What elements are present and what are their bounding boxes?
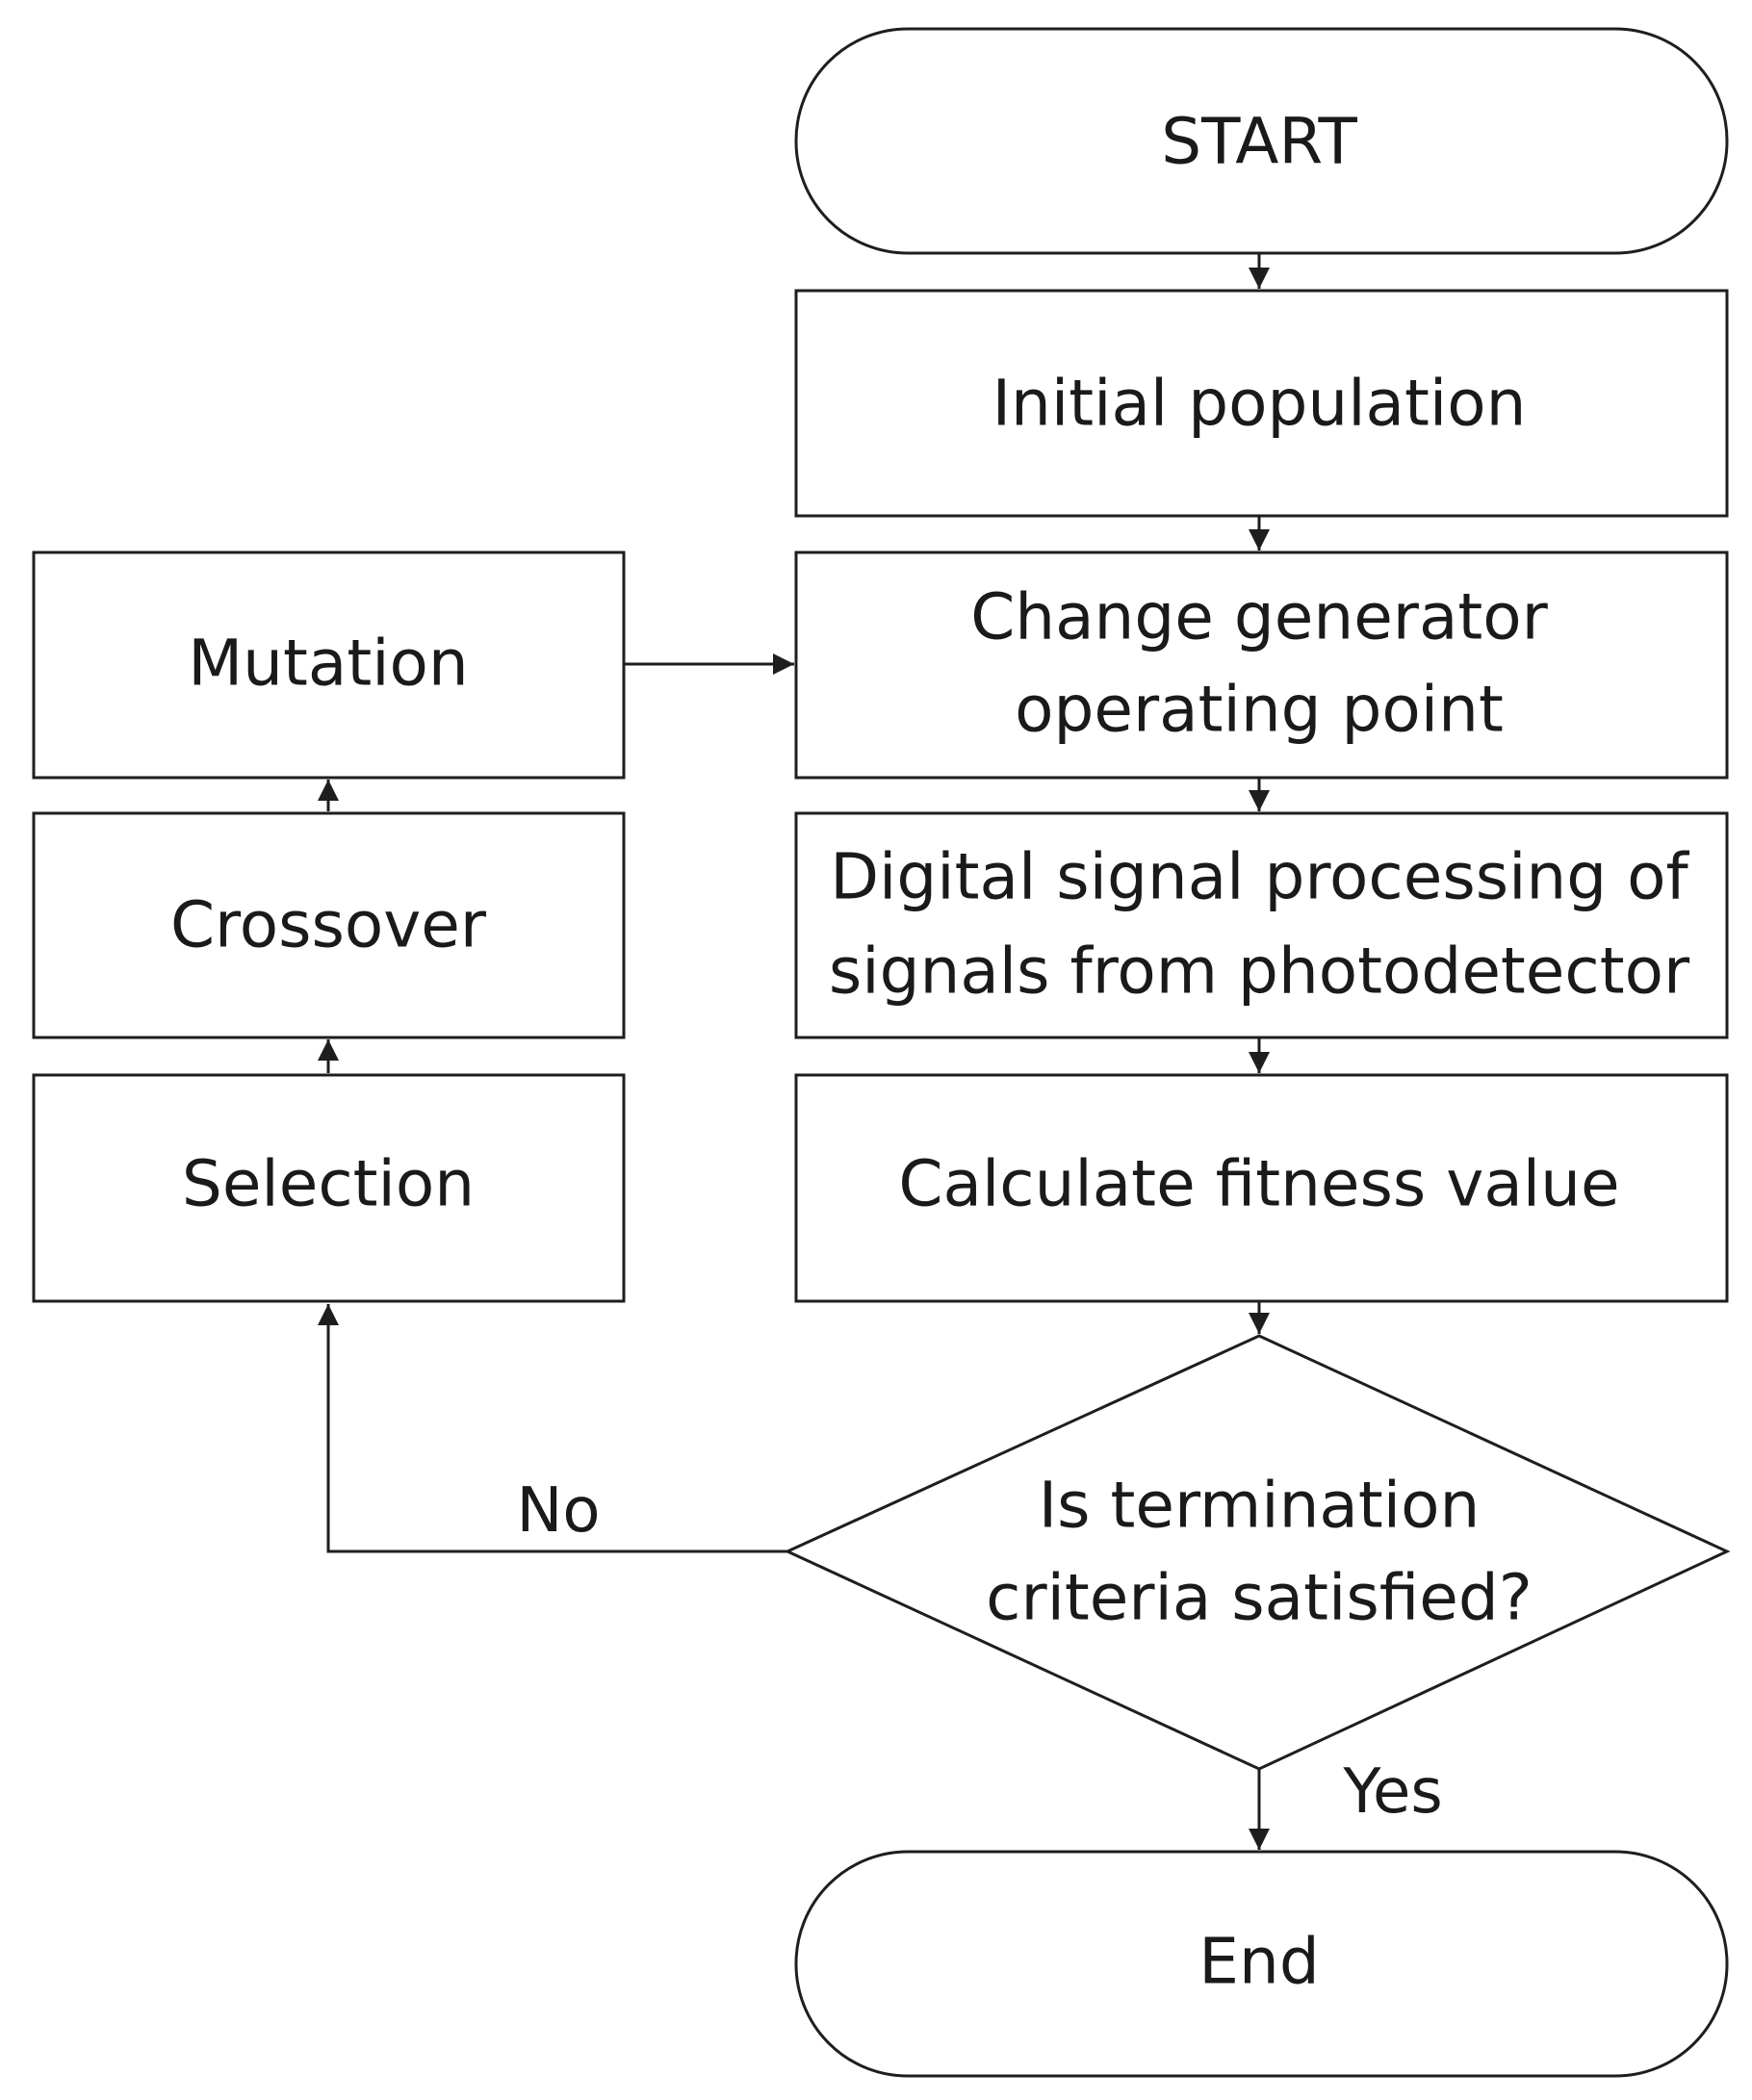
change-operating-point-box: Change generator operating point xyxy=(794,551,1729,780)
start-label: START xyxy=(1161,105,1357,179)
crossover-label: Crossover xyxy=(170,888,487,962)
decision-line-1: Is termination xyxy=(1039,1469,1481,1543)
change-operating-point-line-1: Change generator xyxy=(970,580,1548,654)
termination-decision: Is termination criteria satisfied? xyxy=(784,1334,1731,1771)
crossover-box: Crossover xyxy=(32,811,626,1039)
initial-population-label: Initial population xyxy=(992,367,1527,441)
start-terminal: START xyxy=(794,27,1729,255)
mutation-label: Mutation xyxy=(188,627,469,701)
selection-label: Selection xyxy=(182,1147,475,1221)
dsp-line-2: signals from photodetector xyxy=(829,935,1690,1009)
selection-box: Selection xyxy=(32,1073,626,1303)
initial-population-box: Initial population xyxy=(794,289,1729,518)
decision-line-2: criteria satisfied? xyxy=(986,1561,1533,1635)
change-operating-point-line-2: operating point xyxy=(1015,673,1504,747)
fitness-box: Calculate fitness value xyxy=(794,1073,1729,1303)
no-edge-label: No xyxy=(516,1475,600,1547)
end-label: End xyxy=(1198,1925,1319,1999)
dsp-box: Digital signal processing of signals fro… xyxy=(794,811,1729,1039)
mutation-box: Mutation xyxy=(32,551,626,780)
fitness-label: Calculate fitness value xyxy=(898,1147,1619,1221)
dsp-line-1: Digital signal processing of xyxy=(830,840,1689,914)
yes-edge-label: Yes xyxy=(1342,1756,1442,1828)
end-terminal: End xyxy=(794,1850,1729,2078)
arrow-no-to-selection xyxy=(318,1304,787,1553)
